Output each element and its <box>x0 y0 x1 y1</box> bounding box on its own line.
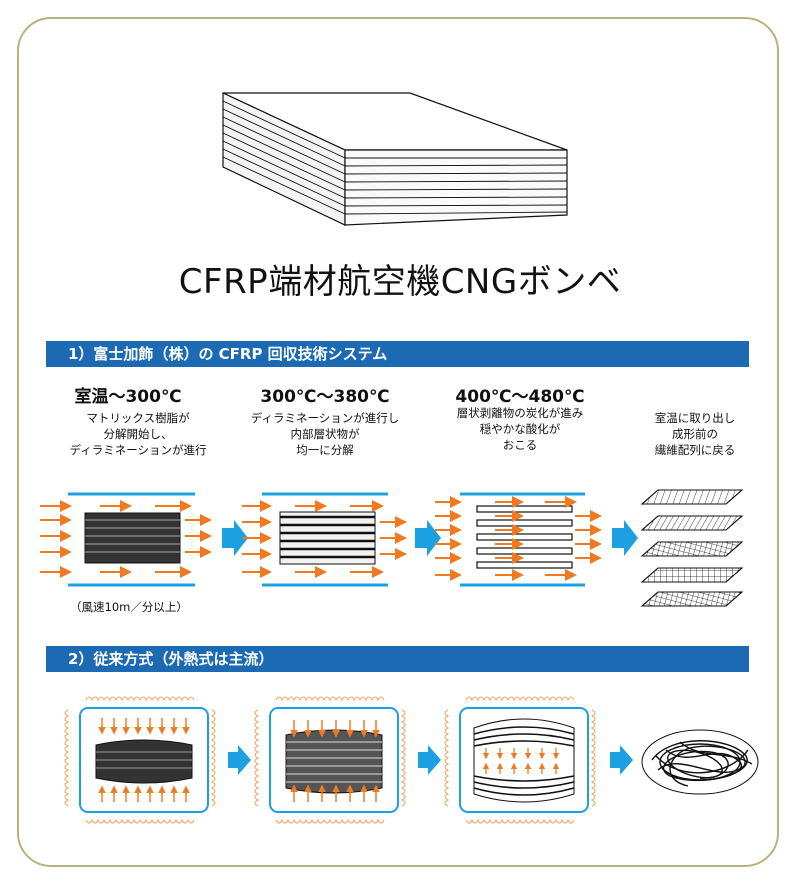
stage4-recovered-fiber-sheets <box>640 489 744 607</box>
conventional-stage1 <box>79 707 209 813</box>
stage2-description: ディラミネーションが進行し 内部層状物が 均一に分解 <box>250 411 400 457</box>
stage4-description: 室温に取り出し 成形前の 繊維配列に戻る <box>654 411 736 457</box>
stage2-airflow-arrows <box>242 500 407 578</box>
conventional-tangled-fibers <box>641 729 759 795</box>
section2-heading-bar: 2）従来方式（外熱式は主流） <box>46 646 749 672</box>
stage1-diagram <box>40 492 212 587</box>
conventional-stage2 <box>269 707 399 813</box>
section1-heading-bar: 1）富士加飾（株）の CFRP 回収技術システム <box>46 341 749 367</box>
step-arrow-2 <box>415 520 441 556</box>
stage3-separated-layers <box>476 505 573 569</box>
conventional-step-arrow-1 <box>228 745 251 775</box>
cfrp-sheet-stack-illustration <box>222 92 568 226</box>
page-title: CFRP端材航空機CNGボンベ <box>178 262 622 302</box>
stage1-laminate <box>84 512 181 564</box>
conventional-stage1-heat-arrows <box>98 718 190 802</box>
conventional-step-arrow-3 <box>610 745 633 775</box>
step-arrow-3 <box>612 520 638 556</box>
conventional-step-arrow-2 <box>418 745 441 775</box>
conventional-stage3 <box>459 707 589 813</box>
heater-coils <box>64 696 596 824</box>
section2-process-diagram <box>64 696 759 824</box>
stage3-diagram <box>435 492 602 587</box>
stage3-airflow-arrows <box>435 496 602 581</box>
stage3-temperature: 400℃～480℃ <box>455 387 585 407</box>
section1-process-diagram <box>40 489 744 607</box>
conventional-stage2-heat-arrows <box>290 720 380 802</box>
stage1-description: マトリックス樹脂が 分解開始し、 ディラミネーションが進行 <box>69 411 207 457</box>
stack-layer-lines <box>222 100 568 215</box>
stage1-temperature: 室温～300℃ <box>74 387 182 407</box>
stage1-airflow-arrows <box>40 500 212 578</box>
outer-frame <box>17 17 779 867</box>
stage2-laminate <box>279 511 376 565</box>
stage3-description: 層状剥離物の炭化が進み 穏やかな酸化が おこる <box>456 406 584 452</box>
stage2-temperature: 300℃～380℃ <box>260 387 390 407</box>
airflow-speed-note: （風速10m／分以上） <box>70 600 188 614</box>
step-arrow-1 <box>222 520 248 556</box>
stack-right-face <box>344 149 568 226</box>
stage2-diagram <box>242 492 407 587</box>
conventional-stage3-heat-arrows <box>482 748 560 774</box>
